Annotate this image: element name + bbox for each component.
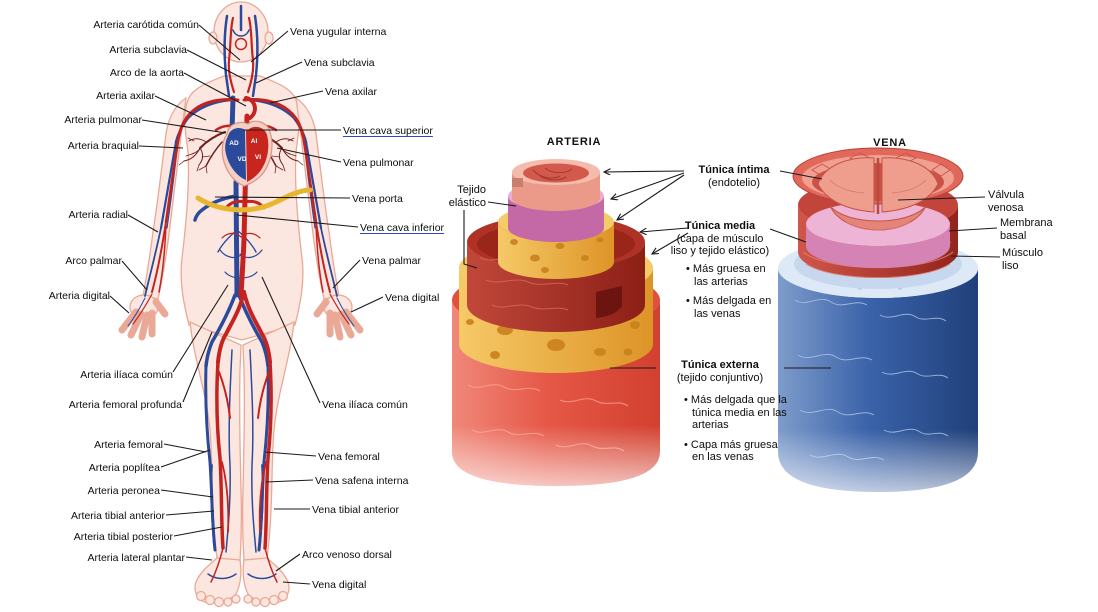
heart-chamber-vi: VI <box>254 154 262 161</box>
label-vena-palmar: Vena palmar <box>362 255 421 267</box>
artery-section-title: ARTERIA <box>546 136 602 148</box>
tunica-externa-title: Túnica externa <box>681 359 759 371</box>
media-bullet-1: • Más gruesa en las arterias <box>686 263 766 288</box>
label-arteria-tibial-anterior: Arteria tibial anterior <box>71 510 165 522</box>
label-vena-porta: Vena porta <box>352 193 403 205</box>
tunica-media-bullets: • Más gruesa en las arterias • Más delga… <box>686 263 774 327</box>
label-arteria-braquial: Arteria braquial <box>67 140 139 152</box>
tunica-intima-title: Túnica íntima <box>698 164 770 176</box>
label-tunica-media: Túnica media (capa de músculo liso y tej… <box>652 220 788 258</box>
right-foot <box>242 557 290 604</box>
label-arteria-radial: Arteria radial <box>68 209 128 221</box>
diaphragm <box>195 187 313 213</box>
label-vena-subclavia: Vena subclavia <box>304 57 375 69</box>
tunica-externa-bullets: • Más delgada que la túnica media en las… <box>684 394 790 471</box>
externa-bullet-1: • Más delgada que la túnica media en las… <box>684 394 787 431</box>
tunica-intima-subtitle: (endotelio) <box>708 176 760 189</box>
tunica-media-subtitle-2: liso y tejido elástico) <box>670 245 770 257</box>
label-vena-digital-pie: Vena digital <box>312 579 367 591</box>
label-arteria-pulmonar: Arteria pulmonar <box>64 114 142 126</box>
label-arco-palmar: Arco palmar <box>65 255 122 267</box>
heart-chamber-ad: AD <box>229 140 239 147</box>
label-vena-yugular-interna: Vena yugular interna <box>290 26 387 38</box>
right-hand <box>313 294 364 341</box>
valve-cusp-left <box>817 157 875 213</box>
endothelium-notch <box>512 178 523 187</box>
label-arteria-axilar: Arteria axilar <box>96 90 155 102</box>
label-vena-pulmonar: Vena pulmonar <box>343 157 414 169</box>
label-arteria-lateral-plantar: Arteria lateral plantar <box>87 552 185 564</box>
tunica-media-title: Túnica media <box>684 220 756 232</box>
vein-cylinder <box>770 147 986 522</box>
media-step-cut <box>596 286 622 318</box>
heart <box>221 120 273 187</box>
label-arco-venoso-dorsal: Arco venoso dorsal <box>302 549 392 561</box>
label-vena-safena-interna: Vena safena interna <box>315 475 409 487</box>
label-vena-digital-mano: Vena digital <box>385 292 440 304</box>
lumen-folds <box>532 167 573 181</box>
label-arteria-tibial-posterior: Arteria tibial posterior <box>73 531 173 543</box>
label-arteria-subclavia: Arteria subclavia <box>109 44 187 56</box>
label-membrana-basal: Membrana basal <box>1000 217 1053 242</box>
label-tejido-elastico: Tejido elástico <box>448 184 486 209</box>
elastic-spots-upper <box>510 237 604 273</box>
left-foot <box>194 557 242 604</box>
label-vena-iliaca-comun: Vena ilíaca común <box>322 399 408 411</box>
label-vena-tibial-anterior: Vena tibial anterior <box>312 504 399 516</box>
artery-lumen <box>523 163 589 183</box>
vein-section-title: VENA <box>873 137 907 149</box>
label-arteria-femoral-profunda: Arteria femoral profunda <box>68 399 182 411</box>
label-arco-de-la-aorta: Arco de la aorta <box>109 67 184 79</box>
label-tunica-externa: Túnica externa (tejido conjuntivo) <box>658 359 782 384</box>
body-illustration <box>118 1 364 608</box>
label-arteria-femoral: Arteria femoral <box>94 439 163 451</box>
endothelium-tube <box>512 172 600 211</box>
cusp-texture <box>829 179 927 231</box>
left-hand <box>118 294 169 341</box>
left-arm <box>142 96 187 300</box>
heart-right-chambers <box>225 128 246 180</box>
upper-elastic-band <box>498 222 614 279</box>
label-arteria-peronea: Arteria peronea <box>87 485 160 497</box>
heart-left-chambers <box>246 126 269 182</box>
right-ear <box>264 31 274 45</box>
label-tunica-intima: Túnica íntima (endotelio) <box>688 164 780 189</box>
vessel-leader-lines <box>463 171 1001 369</box>
intima-band-body <box>508 196 604 242</box>
label-arteria-poplitea: Arteria poplítea <box>88 462 160 474</box>
left-ear <box>208 31 218 45</box>
heart-chamber-ai: AI <box>250 138 258 145</box>
link-vena-cava-superior[interactable]: Vena cava superior <box>343 125 433 137</box>
label-arteria-iliaca-comun: Arteria ilíaca común <box>80 369 173 381</box>
label-musculo-liso: Músculo liso <box>1002 247 1043 272</box>
valve-cusp-right <box>881 157 939 213</box>
left-leg <box>189 320 243 563</box>
basal-membrane-band <box>806 224 950 268</box>
artery-cylinder <box>445 159 673 517</box>
media-bullet-2: • Más delgada en las venas <box>686 295 772 320</box>
label-vena-axilar: Vena axilar <box>325 86 377 98</box>
externa-bullet-2: • Capa más gruesa en las venas <box>684 438 778 464</box>
tunica-externa-subtitle: (tejido conjuntivo) <box>676 371 764 384</box>
label-arteria-carotida-comun: Arteria carótida común <box>93 19 199 31</box>
label-valvula-venosa: Válvula venosa <box>988 189 1025 214</box>
link-vena-cava-inferior[interactable]: Vena cava inferior <box>360 222 445 234</box>
heart-chamber-vd: VD <box>237 156 247 163</box>
body-leader-lines <box>109 24 384 585</box>
tunica-media-subtitle-1: (capa de músculo <box>676 232 764 245</box>
label-arteria-digital: Arteria digital <box>48 290 110 302</box>
label-vena-femoral: Vena femoral <box>318 451 380 463</box>
